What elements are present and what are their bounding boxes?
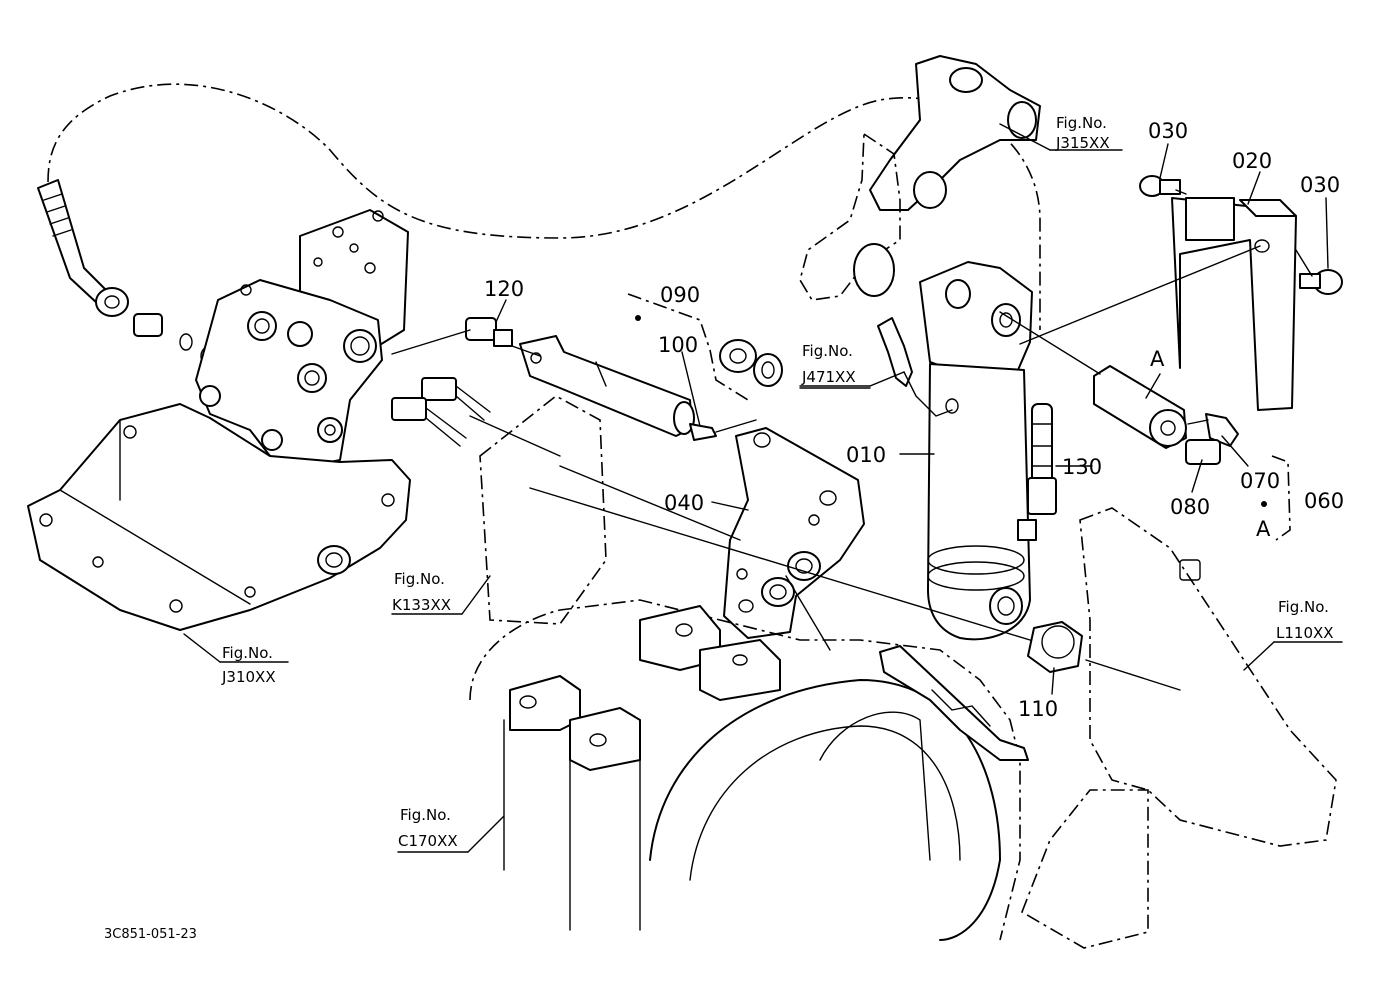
label-130: 130 (1062, 455, 1102, 479)
bracket-040 (723, 427, 865, 639)
pin-assembly-060 (1093, 365, 1239, 465)
lift-cylinder-010 (919, 261, 1033, 641)
stud-bolts (391, 377, 491, 447)
fig-ref-j471: Fig.No. J471XX (801, 342, 856, 386)
lift-arm-dashed (799, 132, 901, 301)
drawing-code: 3C851-051-23 (104, 927, 197, 942)
label-100: 100 (658, 333, 698, 357)
leader-lines (183, 123, 1343, 853)
plug-080 (1185, 439, 1221, 465)
label-a-top: A (1150, 347, 1165, 371)
fig-ref-code: J471XX (801, 368, 856, 386)
fig-ref-label: Fig.No. (1278, 598, 1329, 616)
fig-ref-j310: Fig.No. J310XX (221, 644, 276, 686)
fig-ref-j315: Fig.No. J315XX (1055, 114, 1110, 152)
assembly-lines (391, 189, 1313, 691)
fig-ref-l110: Fig.No. L110XX (1276, 598, 1334, 642)
label-030-right: 030 (1300, 173, 1340, 197)
label-010: 010 (846, 443, 886, 467)
bolt-030-left (1139, 175, 1181, 197)
hydraulic-hose (37, 179, 216, 366)
label-060: 060 (1304, 489, 1344, 513)
label-020: 020 (1232, 149, 1272, 173)
rear-axle-case (469, 599, 1029, 941)
fig-ref-code: C170XX (398, 832, 458, 850)
fig-ref-label: Fig.No. (222, 644, 273, 662)
fig-ref-code: L110XX (1276, 624, 1334, 642)
splined-hole (853, 243, 895, 297)
label-080: 080 (1170, 495, 1210, 519)
label-070: 070 (1240, 469, 1280, 493)
clip (1179, 559, 1201, 581)
fig-ref-label: Fig.No. (1056, 114, 1107, 132)
hose-130 (1017, 403, 1057, 541)
label-090: 090 (660, 283, 700, 307)
group-dot-090 (635, 315, 641, 321)
fig-ref-code: J310XX (221, 668, 276, 686)
grease-nipple-100 (689, 423, 717, 441)
fig-ref-k133: Fig.No. K133XX (392, 570, 451, 614)
fig-ref-c170: Fig.No. C170XX (398, 806, 458, 850)
label-a-bottom: A (1256, 517, 1271, 541)
bracket-020 (1171, 197, 1297, 411)
hydraulic-pipe-line (47, 83, 1041, 330)
fig-ref-label: Fig.No. (400, 806, 451, 824)
bolt-120 (465, 317, 513, 347)
frame-lower-plate (1021, 789, 1149, 949)
fig-ref-code: K133XX (392, 596, 451, 614)
fig-ref-code: J315XX (1055, 134, 1110, 152)
bushing-110 (1027, 621, 1083, 673)
group-dot-060 (1261, 501, 1267, 507)
label-040: 040 (664, 491, 704, 515)
nut-and-washer (719, 339, 783, 387)
group-bracket-090 (627, 293, 749, 401)
frame-l110 (1079, 507, 1337, 847)
fitting-070 (1205, 413, 1239, 447)
bracket-k133 (479, 395, 607, 625)
group-bracket-060 (1271, 455, 1291, 541)
transmission-cover (27, 403, 411, 631)
label-030-left: 030 (1148, 119, 1188, 143)
fig-ref-label: Fig.No. (394, 570, 445, 588)
control-valve-assembly (195, 209, 409, 469)
tube-j471 (877, 317, 953, 417)
label-120: 120 (484, 277, 524, 301)
bolt-030-right (1299, 269, 1343, 295)
label-110: 110 (1018, 697, 1058, 721)
fig-ref-label: Fig.No. (802, 342, 853, 360)
lift-arm-j315 (869, 55, 1041, 211)
